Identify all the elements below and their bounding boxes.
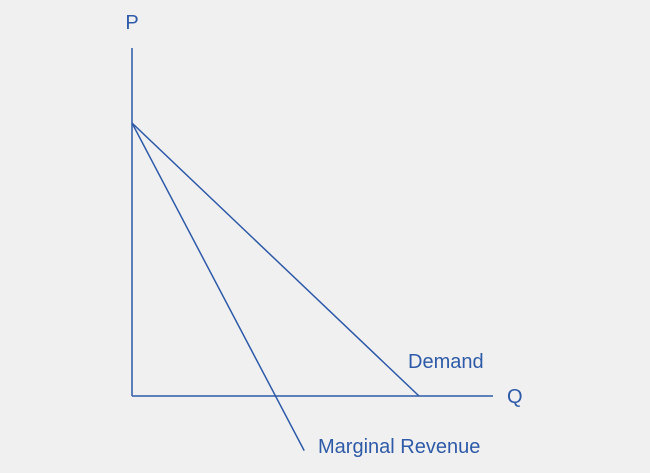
demand-curve-label: Demand (408, 351, 484, 373)
demand-curve (131, 122, 420, 397)
marginal-revenue-curve-label: Marginal Revenue (318, 436, 480, 458)
x-axis-label: Q (507, 386, 523, 408)
marginal-revenue-curve (131, 122, 305, 451)
y-axis-label: P (125, 12, 138, 34)
